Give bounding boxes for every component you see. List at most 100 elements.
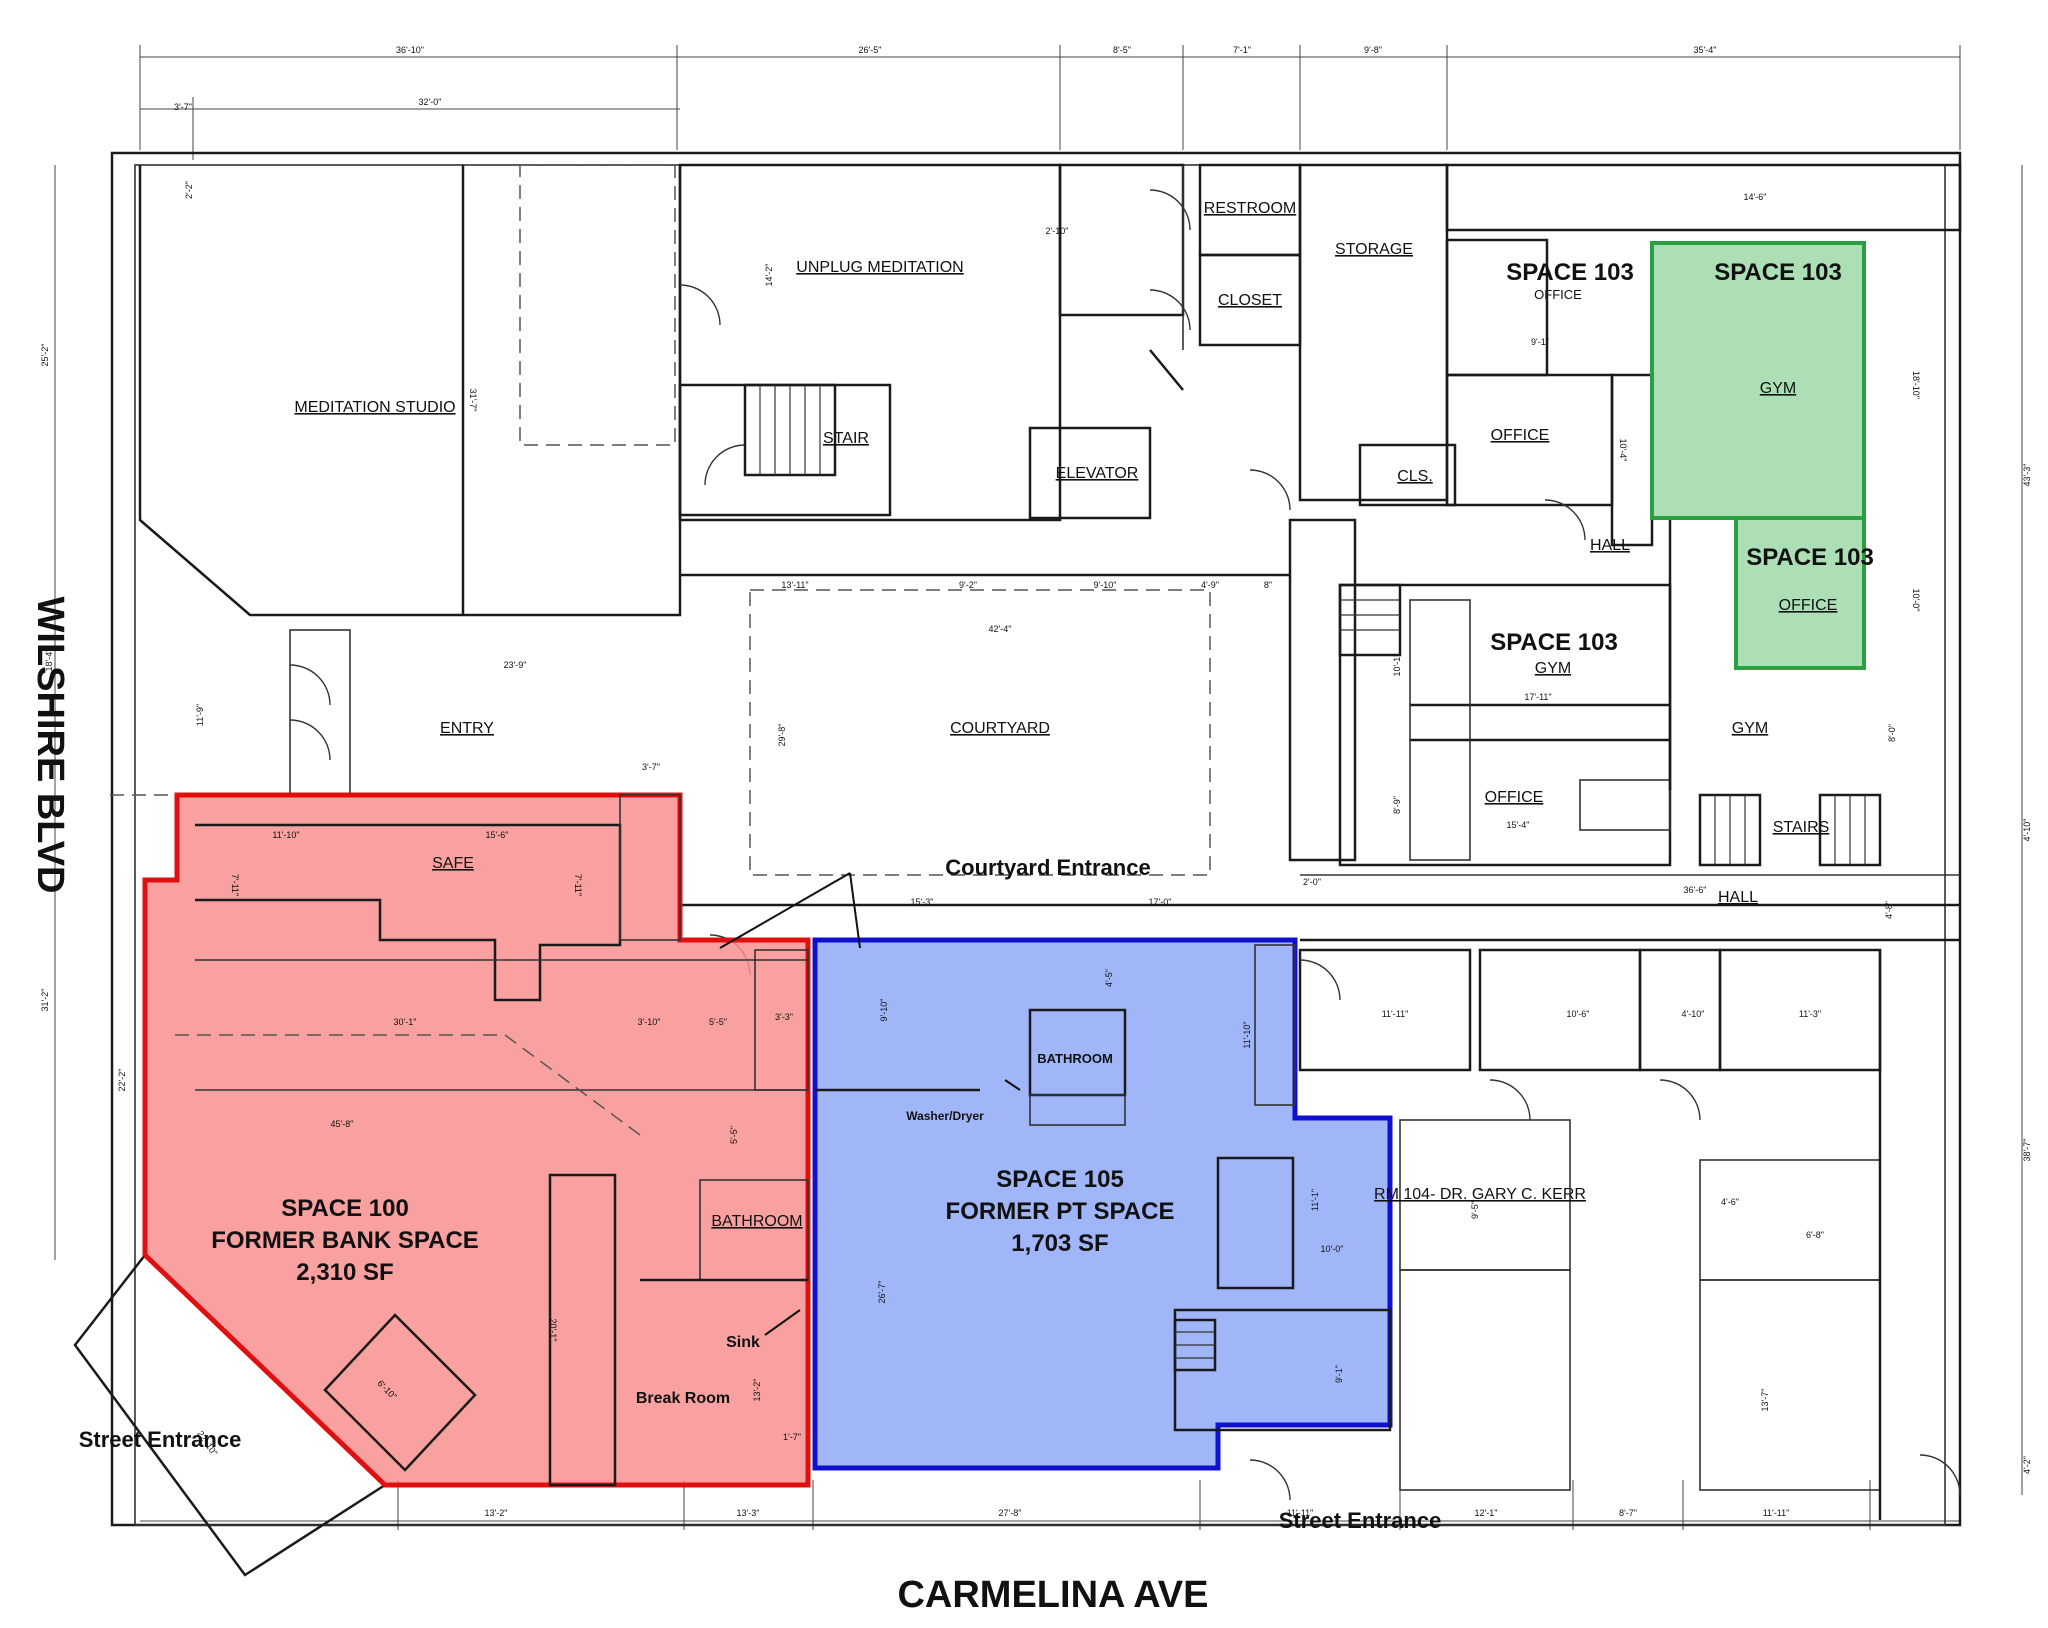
dim-top-2: 26'-5": [859, 45, 882, 55]
dim-7-11a: 7'-11": [230, 874, 240, 896]
dim-bot-7: 11'-11": [1763, 1508, 1790, 1518]
space-100-label: SPACE 100 FORMER BANK SPACE 2,310 SF: [211, 1195, 479, 1286]
street-label-carmelina: CARMELINA AVE: [897, 1574, 1208, 1616]
dim-9-1b: 9'-1": [1334, 1365, 1344, 1383]
dim-4-5: 4'-5": [1104, 969, 1114, 987]
dim-17-11: 17'-11": [1524, 692, 1551, 702]
room-office-a: OFFICE: [1491, 427, 1550, 444]
dim-4-6: 4'-6": [1721, 1197, 1739, 1207]
dim-left-5: 11'-9": [195, 704, 205, 726]
dim-left-2: 31'-2": [40, 989, 50, 1012]
room-rm104: RM 104- DR. GARY C. KERR: [1374, 1186, 1586, 1203]
room-unplug-meditation: UNPLUG MEDITATION: [796, 259, 963, 276]
dim-left-1: 25'-2": [40, 344, 50, 367]
space-103-labels: SPACE 103 OFFICE SPACE 103 GYM SPACE 103…: [1490, 259, 1874, 677]
dim-right-2: 38'-7": [2022, 1139, 2032, 1162]
dim-10-1: 10'-1": [1392, 654, 1402, 677]
dim-9-10b: 9'-10": [879, 999, 889, 1022]
dim-top-1: 36'-10": [396, 45, 424, 55]
room-elevator: ELEVATOR: [1056, 465, 1139, 482]
space-103-label-office: SPACE 103: [1506, 259, 1634, 286]
room-restroom: RESTROOM: [1204, 200, 1296, 217]
dim-right-4: 4'-8": [1884, 901, 1894, 919]
dim-top-6: 35'-4": [1694, 45, 1717, 55]
dim-top-4: 7'-1": [1233, 45, 1251, 55]
dim-left-4: 18'-4": [44, 649, 54, 672]
dim-bot-1: 13'-2": [485, 1508, 508, 1518]
dim-18-10: 18'-10": [1911, 371, 1921, 399]
callout-courtyard-entrance: Courtyard Entrance: [945, 855, 1150, 880]
space-103-green-gym-room: GYM: [1760, 380, 1796, 397]
room-hall-b: HALL: [1718, 889, 1758, 906]
dim-10-6: 10'-6": [1567, 1009, 1590, 1019]
room-labels: MEDITATION STUDIO UNPLUG MEDITATION STAI…: [294, 200, 1829, 1407]
room-safe: SAFE: [432, 855, 474, 872]
inner-dimensions: 2'-2" 31'-7" 14'-2" 2'-10" 13'-11" 9'-2"…: [184, 181, 1921, 1458]
dim-11-11: 11'-11": [1382, 1009, 1409, 1019]
dim-14-6: 14'-6": [1744, 192, 1767, 202]
dim-30-1: 30'-1": [394, 1017, 417, 1027]
room-stairs: STAIRS: [1773, 819, 1830, 836]
space-103-gym-sub: GYM: [1535, 660, 1571, 677]
dim-11-10: 11'-10": [272, 830, 299, 840]
space-100-interior: [175, 794, 809, 1487]
dim-11-1: 11'-1": [1310, 1189, 1320, 1211]
dim-15-6: 15'-6": [486, 830, 509, 840]
door-swing-icon: [289, 189, 1961, 1501]
dim-10-0: 10'-0": [1911, 589, 1921, 612]
dim-2-2: 2'-2": [184, 181, 194, 199]
space-103-office-highlight[interactable]: [1734, 516, 1866, 670]
space-103-gym-highlight[interactable]: [1650, 241, 1866, 520]
room-bathroom-100: BATHROOM: [711, 1213, 802, 1230]
dim-9-10: 9'-10": [1094, 580, 1117, 590]
dim-20-1: 20'-1": [548, 1319, 558, 1342]
dim-3-7b: 3'-7": [642, 762, 660, 772]
dim-8-9: 8'-9": [1392, 796, 1402, 814]
room-sink: Sink: [726, 1334, 760, 1351]
dim-4-10: 4'-10": [1682, 1009, 1705, 1019]
dim-2-0: 2'-0": [1303, 877, 1321, 887]
dim-36-6: 36'-6": [1684, 885, 1707, 895]
callout-street-entrance-bottom: Street Entrance: [1279, 1508, 1442, 1533]
street-label-wilshire: WILSHIRE BLVD: [29, 597, 71, 894]
dim-bot-4: 11'-11": [1287, 1508, 1314, 1518]
dim-7-11b: 7'-11": [573, 874, 583, 896]
space-100-name: SPACE 100: [281, 1195, 409, 1222]
dim-bot-3: 27'-8": [999, 1508, 1022, 1518]
room-entry: ENTRY: [440, 720, 494, 737]
dim-13-2: 13'-2": [752, 1379, 762, 1402]
space-105-name: SPACE 105: [996, 1166, 1124, 1193]
room-stair: STAIR: [823, 430, 869, 447]
dim-5-5b: 5'-5": [729, 1126, 739, 1144]
dim-4-9: 4'-9": [1201, 580, 1219, 590]
dim-13-7: 13'-7": [1760, 1389, 1770, 1412]
dim-8: 8": [1264, 580, 1272, 590]
space-100-highlight[interactable]: [142, 792, 811, 1488]
dim-15-3: 15'-3": [911, 897, 934, 907]
space-105-label: SPACE 105 FORMER PT SPACE 1,703 SF: [946, 1166, 1175, 1257]
dim-17-0: 17'-0": [1149, 897, 1172, 907]
space-103-green-office-title: SPACE 103: [1746, 544, 1874, 571]
dim-31-7: 31'-7": [468, 389, 478, 412]
room-break-room: Break Room: [636, 1390, 730, 1407]
dim-1-7: 1'-7": [783, 1432, 801, 1442]
dim-3-3: 3'-3": [775, 1012, 793, 1022]
dim-14-2: 14'-2": [764, 264, 774, 287]
dim-top-3: 8'-5": [1113, 45, 1131, 55]
dim-top-8: 32'-0": [419, 97, 442, 107]
dim-42-4: 42'-4": [989, 624, 1012, 634]
callouts: Courtyard Entrance Street Entrance Stree…: [79, 855, 1442, 1533]
space-105-interior: [815, 944, 1392, 1432]
room-bathroom-105: BATHROOM: [1037, 1051, 1113, 1066]
stair-icon: [743, 383, 1882, 867]
dim-11-3: 11'-3": [1799, 1009, 1821, 1019]
dim-9-1: 9'-1": [1531, 337, 1549, 347]
room-courtyard: COURTYARD: [950, 720, 1050, 737]
space-103-green-office-room: OFFICE: [1779, 597, 1838, 614]
dim-10-0b: 10'-0": [1321, 1244, 1344, 1254]
dim-2-10: 2'-10": [1046, 226, 1069, 236]
dim-15-4: 15'-4": [1507, 820, 1530, 830]
dim-45-8: 45'-8": [331, 1119, 354, 1129]
dim-6-8: 6'-8": [1806, 1230, 1824, 1240]
